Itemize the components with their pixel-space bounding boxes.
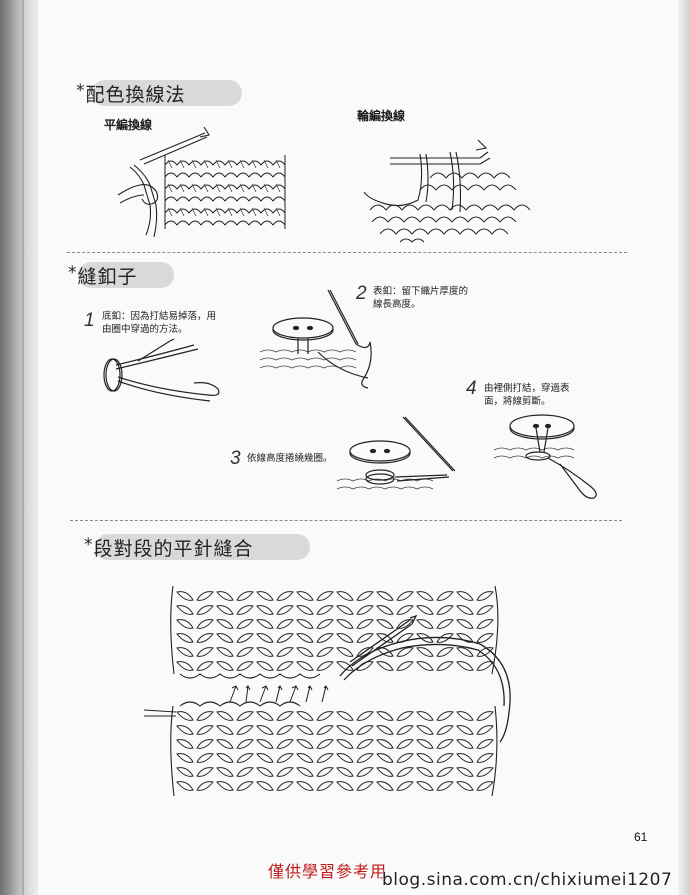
page-edge-shadow xyxy=(678,0,690,895)
heading-text: 縫釦子 xyxy=(77,266,138,288)
step-text-line: 線長高度。 xyxy=(373,299,421,310)
section-divider xyxy=(67,252,627,253)
step-text-line: 表釦：留下織片厚度的 xyxy=(373,286,469,297)
section-heading-color-change: *配色換線法 xyxy=(76,80,186,107)
button-step-4-illustration xyxy=(493,414,597,499)
study-use-stamp: 僅供學習參考用 xyxy=(268,862,388,881)
step-number: 4 xyxy=(466,378,477,399)
blog-watermark: blog.sina.com.cn/chixiumei1207 xyxy=(382,870,673,890)
step-text-line: 由圈中穿過的方法。 xyxy=(102,324,188,335)
asterisk-icon: * xyxy=(76,81,86,101)
section-heading-buttons: *縫釦子 xyxy=(68,262,138,289)
section-heading-seam: *段對段的平針縫合 xyxy=(84,534,254,561)
section-heading-bg xyxy=(78,262,174,288)
step-number: 2 xyxy=(356,283,367,304)
flat-knit-change-illustration xyxy=(117,126,286,238)
heading-text: 段對段的平針縫合 xyxy=(93,538,254,560)
asterisk-icon: * xyxy=(68,263,78,283)
button-step-2-illustration xyxy=(259,289,372,389)
book-binding-shadow xyxy=(0,0,40,895)
section-heading-bg xyxy=(92,80,242,106)
mattress-stitch-illustration xyxy=(143,585,511,797)
heading-text: 配色換線法 xyxy=(85,84,186,106)
step-text-line: 由裡側打結，穿過表 xyxy=(484,383,570,394)
step-4-text: 由裡側打結，穿過表 面，將線剪斷。 xyxy=(484,382,570,408)
page-number: 61 xyxy=(634,830,648,844)
step-text-line: 面，將線剪斷。 xyxy=(484,396,551,407)
asterisk-icon: * xyxy=(84,535,94,555)
step-1-text: 底釦：因為打結易掉落，用 由圈中穿過的方法。 xyxy=(102,310,216,336)
step-3-text: 依線高度捲繞幾圈。 xyxy=(247,452,333,465)
step-2-text: 表釦：留下織片厚度的 線長高度。 xyxy=(373,285,468,311)
button-step-1-illustration xyxy=(103,338,220,402)
step-number: 1 xyxy=(84,310,95,331)
round-knit-label: 輪編換線 xyxy=(357,109,406,123)
step-text-line: 依線高度捲繞幾圈。 xyxy=(247,453,333,464)
binding-fold-line xyxy=(22,0,24,895)
button-step-3-illustration xyxy=(336,416,456,490)
section-heading-bg xyxy=(95,534,310,560)
step-text-line: 底釦：因為打結易掉落，用 xyxy=(102,311,217,322)
flat-knit-label: 平編換線 xyxy=(104,118,153,132)
round-knit-change-illustration xyxy=(363,139,531,243)
step-number: 3 xyxy=(230,448,241,469)
section-divider xyxy=(70,520,622,521)
